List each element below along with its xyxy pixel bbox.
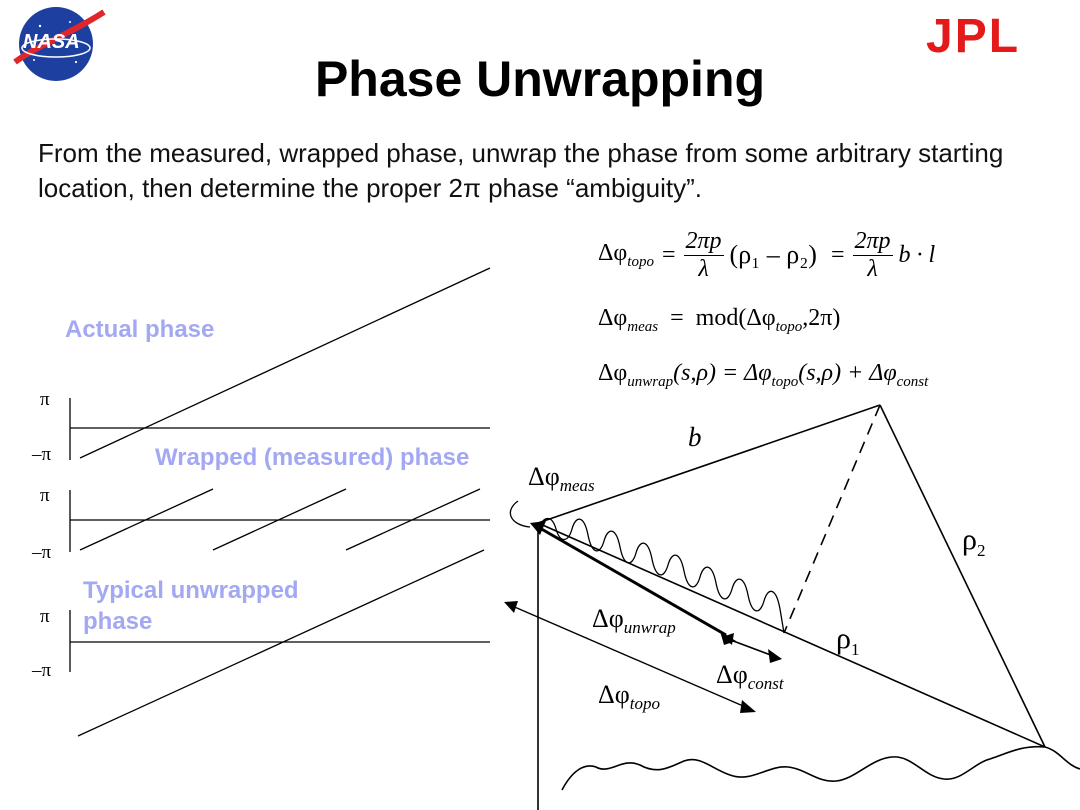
nasa-logo: NASA [10, 4, 106, 84]
eq3-mid-sub: topo [771, 373, 799, 390]
wrapped-segment-1 [79, 488, 214, 551]
intro-text: From the measured, wrapped phase, unwrap… [38, 138, 1004, 203]
dphi-meas-label: Δφmeas [528, 462, 595, 496]
const-arrowhead-right [768, 649, 782, 663]
range-rho1 [537, 522, 1046, 748]
page-title: Phase Unwrapping [314, 51, 766, 107]
range-rho2 [879, 404, 1046, 748]
wrapped-segment-3 [345, 488, 481, 551]
eq1-frac-num: 2πp [683, 227, 724, 256]
actual-phase-line [79, 267, 491, 459]
rho1-label: ρ1 [836, 622, 859, 660]
dphi-const-label: Δφconst [716, 660, 784, 694]
dphi-const-text: Δφ [716, 660, 748, 689]
eq1-vector-product: b · l [898, 241, 936, 268]
const-arrowhead-left [722, 633, 734, 645]
wrapped-tick-neg-pi: –π [32, 542, 52, 563]
unwrap-arrow-line [537, 525, 727, 637]
jpl-logo-text: JPL [926, 10, 1021, 63]
rho1-sub: 1 [850, 640, 860, 659]
dphi-const-sub: const [747, 674, 784, 694]
topo-arrowhead-right [740, 700, 756, 713]
actual-tick-pi: π [40, 389, 50, 410]
phase-plots [69, 267, 491, 737]
eq1-lhs: Δφ [598, 239, 628, 266]
wrapped-phase-label: Wrapped (measured) phase [155, 444, 470, 471]
wrapped-phase-plot [69, 488, 490, 552]
eq3-tail: (s,ρ) + Δφ [798, 360, 897, 386]
dphi-topo-label: Δφtopo [598, 680, 660, 714]
dphi-unwrap-label: Δφunwrap [592, 604, 676, 638]
b-label-text: b [688, 422, 702, 452]
meas-pointer [509, 500, 531, 528]
nasa-logo-graphic [13, 7, 106, 81]
unwrapped-tick-pi: π [40, 606, 50, 627]
geometry-diagram [504, 404, 1080, 810]
baseline-b [537, 404, 881, 524]
wrapped-segment-2 [212, 488, 347, 551]
eq1-frac2-den: λ [867, 255, 878, 282]
unwrapped-tick-neg-pi: –π [32, 660, 52, 681]
unwrapped-phase-plot [69, 549, 490, 737]
eq1-frac2-num: 2πp [852, 227, 893, 256]
dphi-topo-text: Δφ [598, 680, 630, 709]
actual-phase-label: Actual phase [65, 316, 215, 343]
unwrap-arrowhead-left [530, 521, 546, 535]
rho2-label: ρ2 [962, 523, 985, 561]
eq3-mid: (s,ρ) = Δφ [673, 360, 772, 386]
terrain-profile [561, 745, 1080, 791]
b-vector-label: b [688, 422, 702, 453]
eq2-rhs: mod(Δφ [695, 305, 776, 331]
topo-arrowhead-left [504, 601, 518, 613]
rho2-sub: 2 [976, 541, 986, 560]
unwrapped-phase-line [77, 549, 485, 737]
eq2-lhs: Δφ [598, 305, 628, 331]
nasa-logo-text: NASA [23, 31, 80, 53]
unwrapped-phase-label: Typical unwrapped phase [83, 577, 299, 635]
eq3-lhs-sub: unwrap [627, 373, 674, 390]
eq2-rhs-sub: topo [775, 318, 803, 335]
eq1-frac-den: λ [698, 255, 709, 282]
eq3-tail-sub: const [896, 373, 929, 390]
const-arrow-line [727, 638, 777, 658]
dphi-unwrap-sub: unwrap [623, 618, 676, 638]
dphi-topo-sub: topo [629, 694, 660, 714]
dphi-unwrap-text: Δφ [592, 604, 624, 633]
wrapped-phase-wave [537, 517, 785, 634]
dphi-meas-text: Δφ [528, 462, 560, 491]
rho1-text: ρ [836, 622, 851, 655]
eq2-rhs-tail: ,2π) [802, 305, 841, 331]
actual-phase-plot [69, 267, 491, 460]
topo-arrow-line [509, 604, 751, 710]
dashed-projection [783, 404, 881, 634]
dphi-meas-sub: meas [559, 476, 595, 496]
eq3-lhs: Δφ [598, 360, 628, 386]
wrapped-tick-pi: π [40, 485, 50, 506]
rho2-text: ρ [962, 523, 977, 556]
jpl-logo: JPL [926, 13, 1036, 61]
eq2-lhs-sub: meas [627, 318, 659, 335]
equation-meas: Δφmeas = mod(Δφtopo,2π) [598, 305, 841, 335]
actual-tick-neg-pi: –π [32, 444, 52, 465]
eq1-lhs-sub: topo [627, 253, 654, 270]
equation-unwrap: Δφunwrap(s,ρ) = Δφtopo(s,ρ) + Δφconst [598, 360, 928, 391]
eq1-paren: (ρ₁ – ρ₂) [729, 240, 817, 269]
